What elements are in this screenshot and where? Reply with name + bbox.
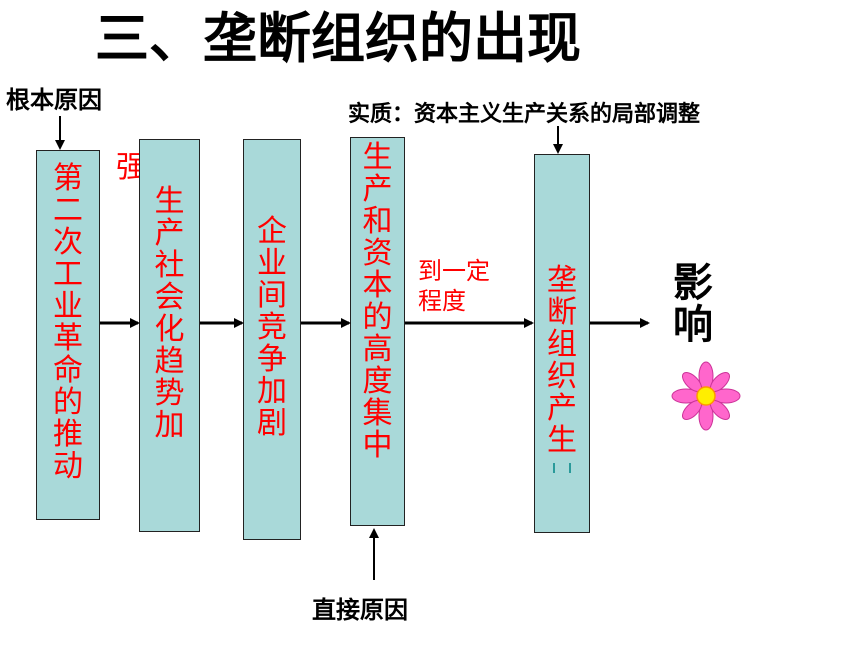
box-text: 垄断组织产生 xyxy=(547,263,577,458)
page-title: 三、垄断组织的出现 xyxy=(95,7,581,70)
box-competition-intensifies: 企业间竞争加剧 xyxy=(243,139,301,540)
essence-label: 实质：资本主义生产关系的局部调整 xyxy=(348,102,701,127)
small-mark xyxy=(553,463,571,473)
impact-label: 影响 xyxy=(673,260,713,348)
box-production-socialization: 生产社会化趋势加 xyxy=(139,139,200,532)
box-text: 生产和资本的高度集中 xyxy=(362,140,393,463)
box-text: 第二次工业革命的推动 xyxy=(53,161,83,484)
box-text: 企业间竞争加剧 xyxy=(257,214,287,441)
box-capital-concentration: 生产和资本的高度集中 xyxy=(350,137,405,526)
box-second-industrial-revolution: 第二次工业革命的推动 xyxy=(36,150,100,520)
direct-cause-label: 直接原因 xyxy=(312,596,408,624)
flower-icon xyxy=(671,361,741,431)
box-text: 生产社会化趋势加 xyxy=(154,184,185,443)
to-certain-degree-label: 到一定程度 xyxy=(418,257,490,315)
box-monopoly-emerges: 垄断组织产生 xyxy=(534,154,590,533)
root-cause-label: 根本原因 xyxy=(6,86,102,114)
